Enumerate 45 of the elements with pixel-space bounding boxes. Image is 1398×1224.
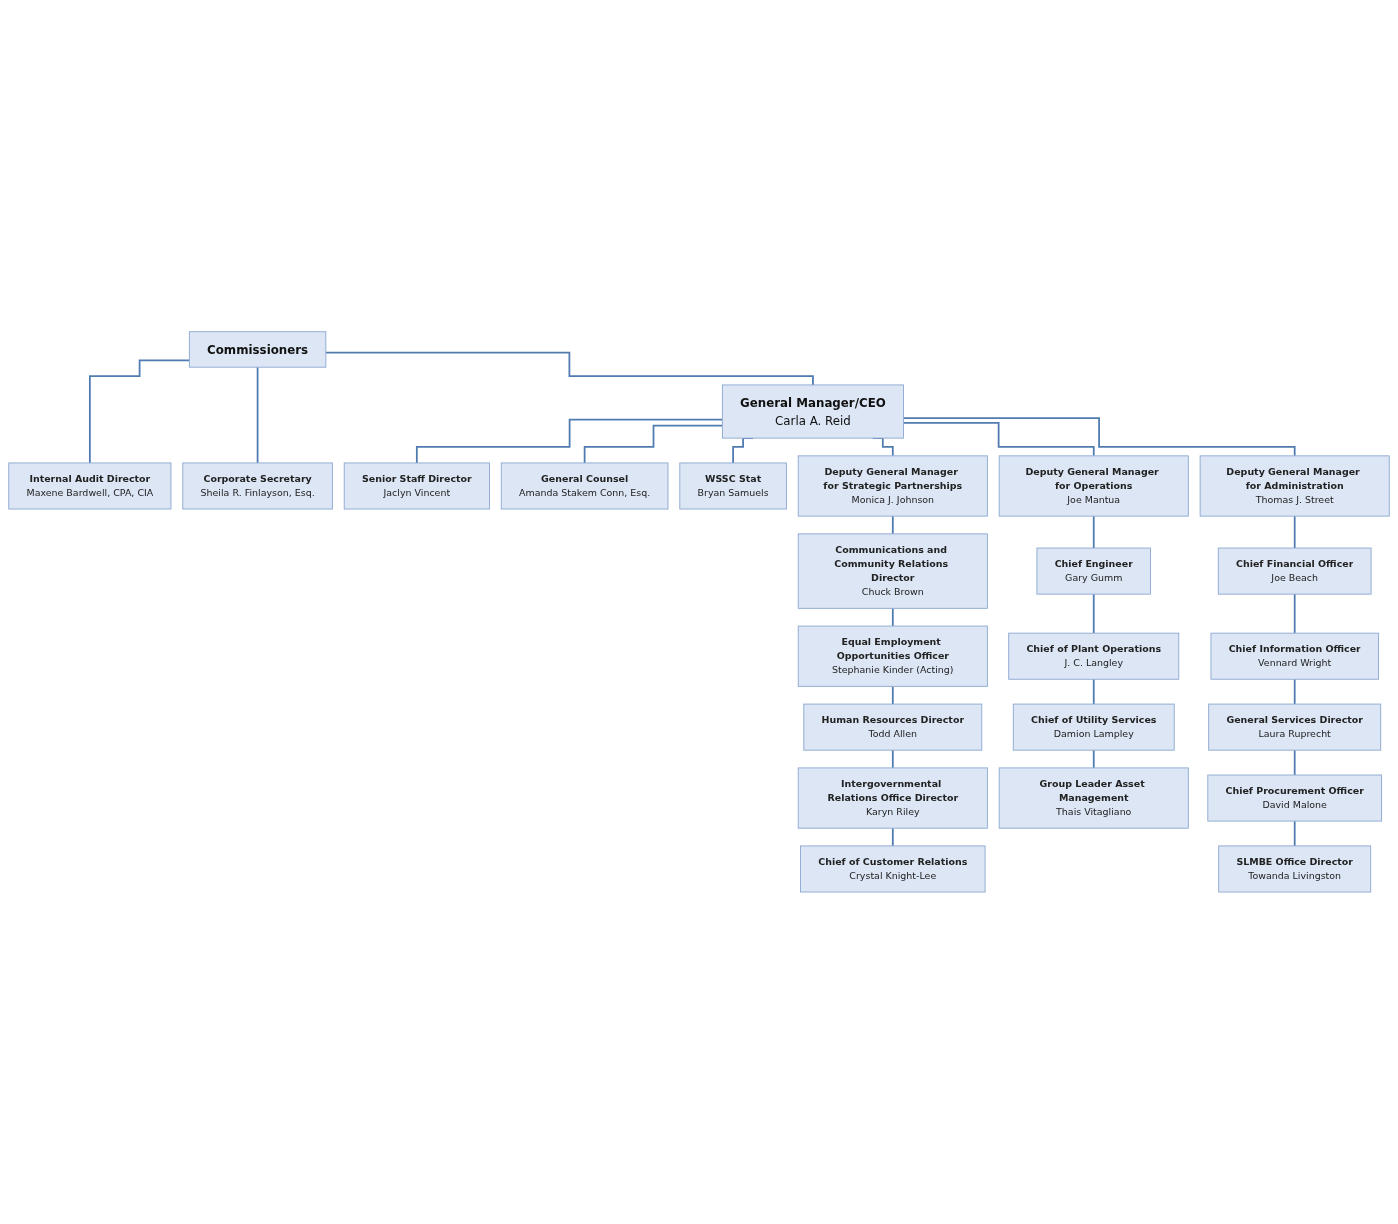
connector — [902, 422, 1095, 457]
node-box: Chief of Customer Relations Crystal Knight-Lee — [800, 845, 986, 893]
node-box: Commissioners — [188, 331, 327, 368]
connector — [902, 417, 1296, 457]
connector — [891, 685, 894, 706]
connector — [891, 827, 894, 847]
connector — [324, 351, 814, 386]
connector — [1293, 820, 1296, 847]
connector — [891, 515, 894, 535]
node-box: General Manager/CEO Carla A. Reid — [721, 384, 904, 439]
connector — [1293, 515, 1296, 550]
connector — [1293, 678, 1296, 706]
node-box: Chief Financial Officer Joe Beach — [1217, 547, 1372, 595]
node-box: Deputy General Manager for Strategic Partnerships Monica J. Johnson — [797, 455, 988, 517]
connector — [256, 366, 259, 464]
connector — [1293, 593, 1296, 635]
connector — [415, 418, 724, 464]
connector — [1092, 593, 1095, 635]
node-box: SLMBE Office Director Towanda Livingston — [1218, 845, 1372, 893]
node-box: Human Resources Director Todd Allen — [803, 703, 983, 751]
node-box: Group Leader Asset Management Thais Vitagliano — [998, 767, 1189, 829]
node-box: Deputy General Manager for Operations Joe Mantua — [998, 455, 1189, 517]
node-box: Chief Engineer Gary Gumm — [1036, 547, 1151, 595]
node-box: Chief Procurement Officer David Malone — [1207, 774, 1383, 822]
connector — [88, 359, 191, 464]
node-box: Corporate Secretary Sheila R. Finlayson, Esq. — [182, 462, 333, 510]
node-box: Equal Employment Opportunities Officer Stephanie Kinder (Acting) — [797, 625, 988, 687]
node-box: General Counsel Amanda Stakem Conn, Esq. — [500, 462, 669, 510]
node-box: Senior Staff Director Jaclyn Vincent — [343, 462, 490, 510]
connector — [1092, 515, 1095, 550]
node-box: WSSC Stat Bryan Samuels — [679, 462, 787, 510]
node-box: Deputy General Manager for Administration Thomas J. Street — [1199, 455, 1390, 517]
node-box: Chief of Plant Operations J. C. Langley — [1008, 632, 1180, 680]
connector — [583, 424, 724, 464]
connector — [891, 749, 894, 769]
node-box: Intergovernmental Relations Office Director Karyn Riley — [797, 767, 988, 829]
node-box: Chief Information Officer Vennard Wright — [1210, 632, 1379, 680]
node-box: Internal Audit Director Maxene Bardwell, CPA, CIA — [8, 462, 172, 510]
node-box: Communications and Community Relations Director Chuck Brown — [797, 533, 988, 609]
connector — [1092, 749, 1095, 769]
node-box: Chief of Utility Services Damion Lampley — [1012, 703, 1175, 751]
node-box: General Services Director Laura Ruprecht — [1208, 703, 1382, 751]
connector — [1092, 678, 1095, 706]
connector — [1293, 749, 1296, 776]
connector — [891, 607, 894, 628]
